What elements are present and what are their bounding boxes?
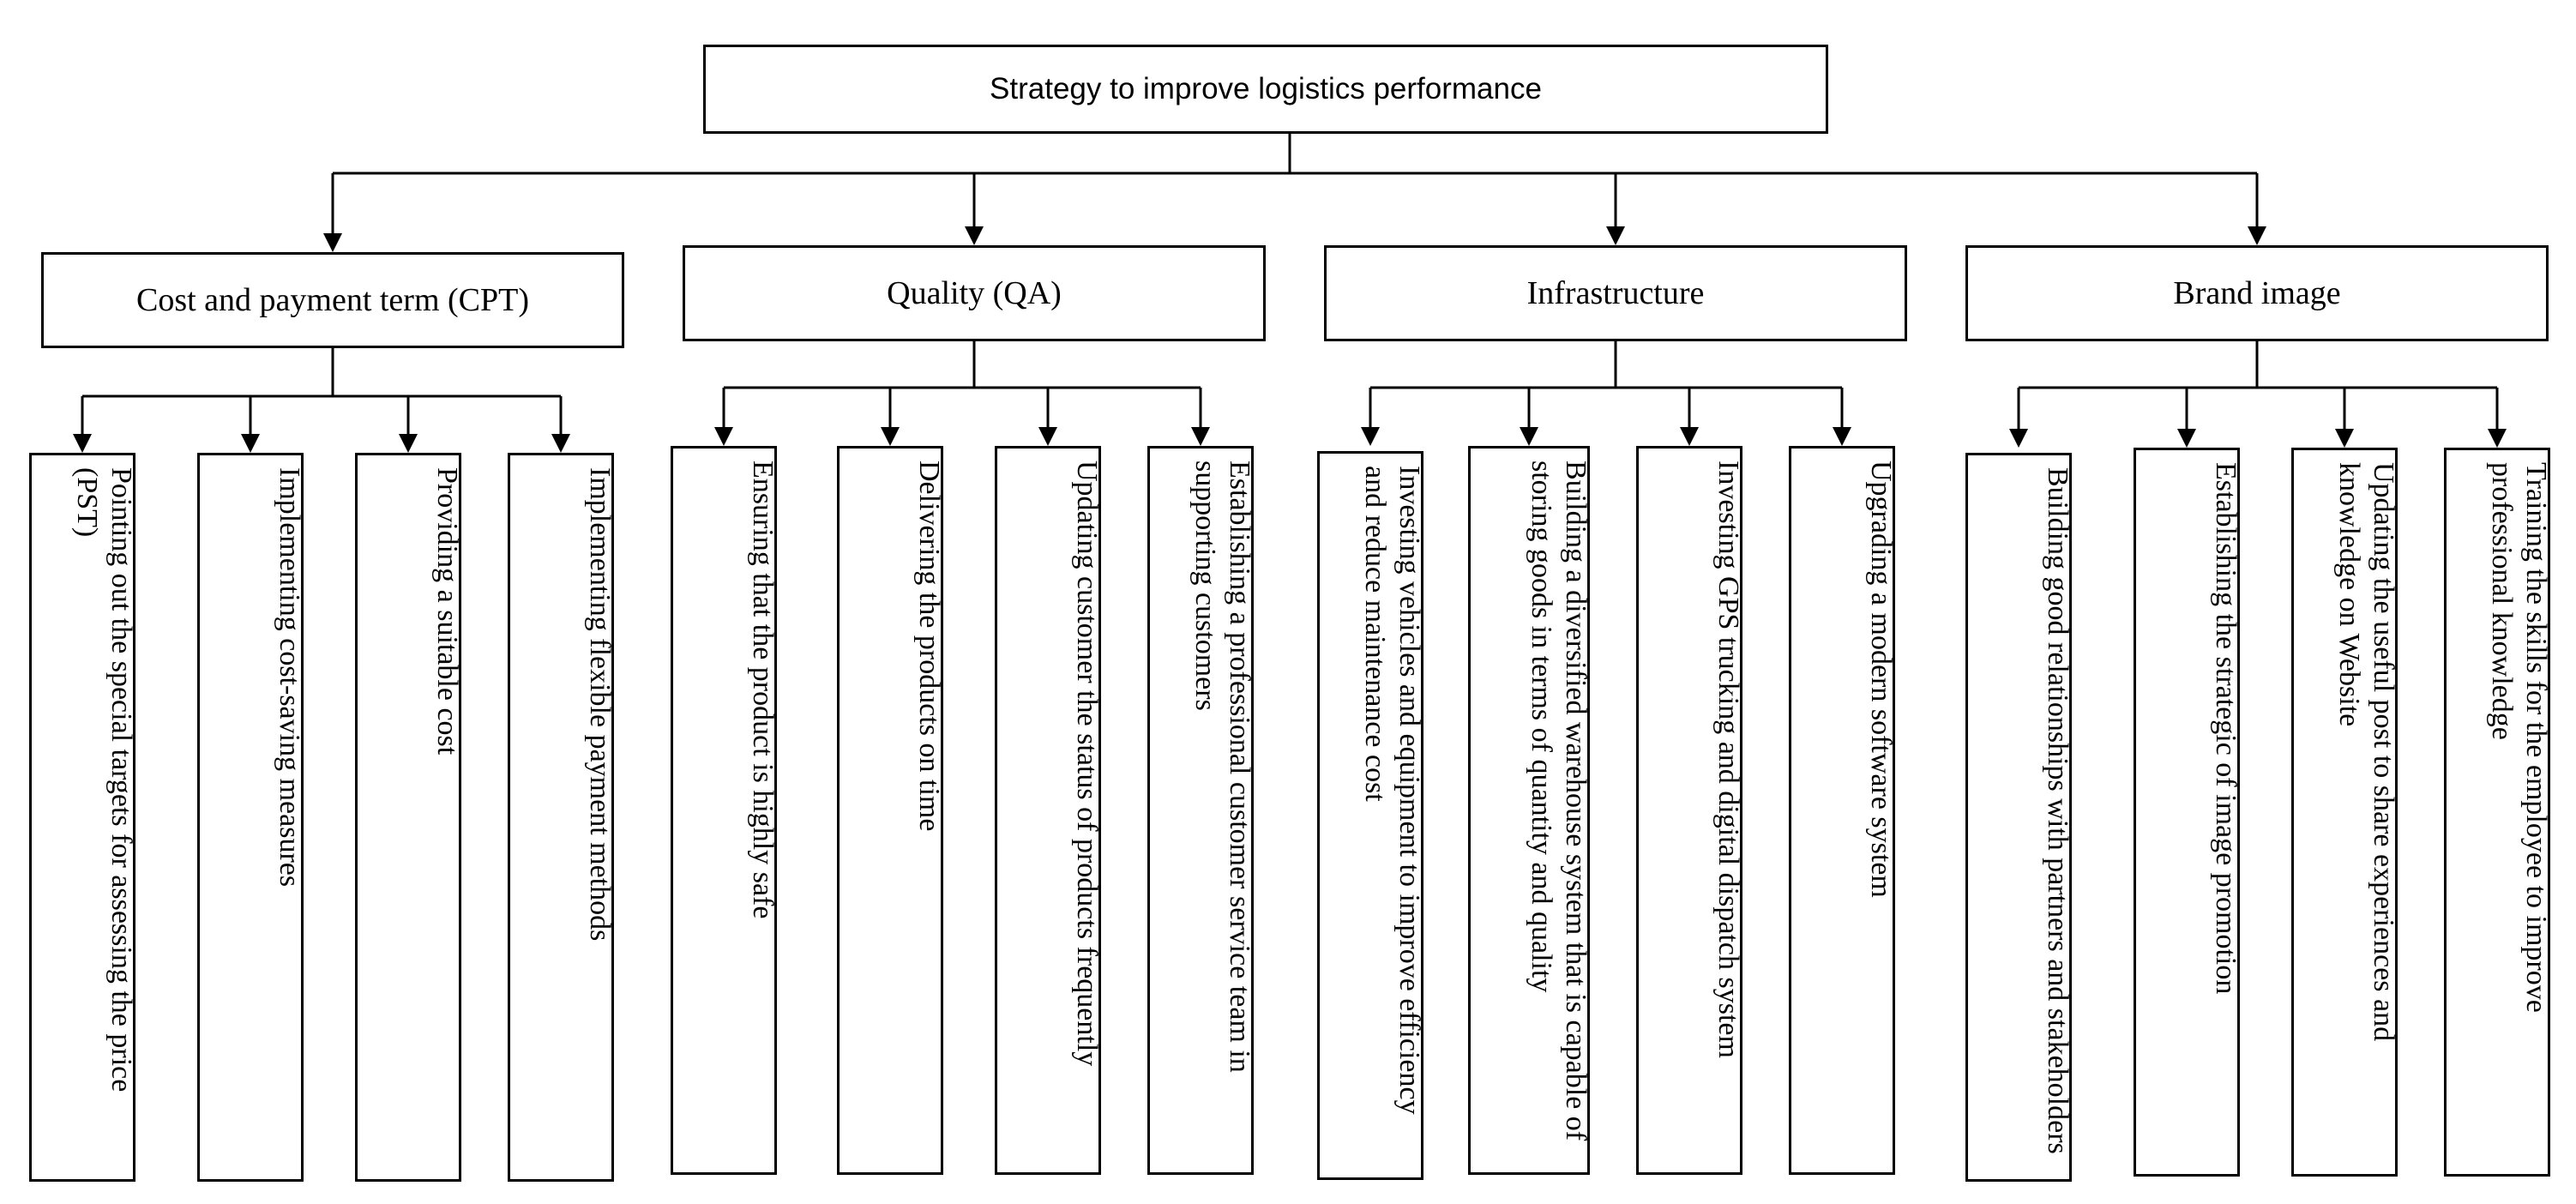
leaf-label: Establishing a professional customer ser… (1189, 461, 1254, 1073)
arrow-head (1833, 427, 1851, 446)
leaf-item: Training the skills for the employee to … (2444, 448, 2550, 1177)
arrow-head (551, 434, 570, 453)
leaf-item: Implementing cost-saving measures (197, 453, 304, 1182)
leaf-item: Ensuring that the product is highly safe (671, 446, 777, 1175)
category-quality: Quality (QA) (683, 245, 1266, 341)
category-label: Cost and payment term (CPT) (135, 282, 530, 318)
leaf-item: Updating customer the status of products… (995, 446, 1101, 1175)
leaf-label: Implementing cost-saving measures (274, 467, 304, 888)
arrow-head (881, 427, 900, 446)
arrow-head (714, 427, 733, 446)
leaf-item: Building a diversified warehouse system … (1468, 446, 1590, 1175)
leaf-label: Delivering the products on time (913, 461, 943, 832)
leaf-item: Providing a suitable cost (355, 453, 461, 1182)
arrow-head (2335, 429, 2354, 448)
arrow-head (73, 434, 92, 453)
leaf-label: Investing vehicles and equipment to impr… (1359, 466, 1423, 1115)
arrow-head (2488, 429, 2507, 448)
arrow-head (323, 233, 342, 252)
leaf-label: Upgrading a modern software system (1865, 461, 1895, 898)
leaf-label: Implementing flexible payment methods (584, 467, 614, 942)
leaf-label: Establishing the strategic of image prom… (2210, 462, 2240, 995)
leaf-item: Establishing a professional customer ser… (1147, 446, 1254, 1175)
leaf-label: Ensuring that the product is highly safe (747, 461, 777, 919)
leaf-label: Updating customer the status of products… (1071, 461, 1101, 1067)
category-label: Infrastructure (1526, 275, 1705, 311)
leaf-item: Investing GPS trucking and digital dispa… (1636, 446, 1742, 1175)
category-label: Brand image (2173, 275, 2341, 311)
leaf-label: Providing a suitable cost (431, 467, 461, 756)
leaf-label: Training the skills for the employee to … (2486, 462, 2550, 1013)
arrow-head (2177, 429, 2196, 448)
arrow-head (1191, 427, 1210, 446)
arrow-head (1520, 427, 1538, 446)
leaf-label: Pointing out the special targets for ass… (71, 467, 135, 1093)
category-cost-payment: Cost and payment term (CPT) (41, 252, 624, 348)
arrow-head (241, 434, 260, 453)
leaf-label: Updating the useful post to share experi… (2333, 462, 2398, 1042)
arrow-head (1606, 226, 1625, 245)
leaf-item: Building good relationships with partner… (1965, 453, 2072, 1182)
leaf-item: Upgrading a modern software system (1789, 446, 1895, 1175)
category-brand-image: Brand image (1965, 245, 2549, 341)
leaf-item: Pointing out the special targets for ass… (29, 453, 135, 1182)
arrow-head (1361, 427, 1380, 446)
arrow-head (1038, 427, 1057, 446)
leaf-label: Building good relationships with partner… (2042, 467, 2072, 1154)
arrow-head (965, 226, 984, 245)
root-node: Strategy to improve logistics performanc… (703, 45, 1828, 134)
arrow-head (2248, 226, 2266, 245)
leaf-item: Establishing the strategic of image prom… (2134, 448, 2240, 1177)
category-infrastructure: Infrastructure (1324, 245, 1907, 341)
leaf-item: Implementing flexible payment methods (508, 453, 614, 1182)
arrow-head (1680, 427, 1699, 446)
root-label: Strategy to improve logistics performanc… (990, 72, 1542, 105)
leaf-item: Delivering the products on time (837, 446, 943, 1175)
leaf-item: Updating the useful post to share experi… (2291, 448, 2398, 1177)
arrow-head (399, 434, 418, 453)
leaf-label: Building a diversified warehouse system … (1526, 461, 1590, 1141)
category-label: Quality (QA) (887, 275, 1062, 311)
arrow-head (2009, 429, 2028, 448)
leaf-label: Investing GPS trucking and digital dispa… (1712, 461, 1742, 1058)
leaf-item: Investing vehicles and equipment to impr… (1317, 451, 1423, 1180)
